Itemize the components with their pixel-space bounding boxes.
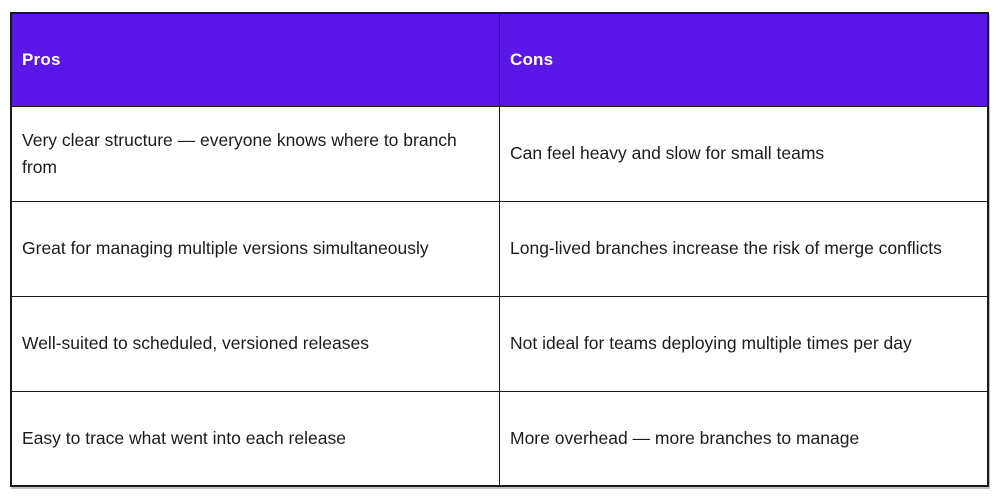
pros-cell: Great for managing multiple versions sim… <box>10 200 500 297</box>
table-body: Very clear structure — everyone knows wh… <box>10 105 989 487</box>
pros-cons-table: Pros Cons Very clear structure — everyon… <box>10 12 989 487</box>
header-cell-pros: Pros <box>10 12 500 107</box>
header-cell-cons: Cons <box>499 12 989 107</box>
table-row: Well-suited to scheduled, versioned rele… <box>10 295 989 392</box>
pros-cell: Very clear structure — everyone knows wh… <box>10 105 500 202</box>
cons-cell: More overhead — more branches to manage <box>499 390 989 487</box>
table-row: Very clear structure — everyone knows wh… <box>10 105 989 202</box>
cons-cell: Can feel heavy and slow for small teams <box>499 105 989 202</box>
table-header: Pros Cons <box>10 12 989 107</box>
pros-cell: Well-suited to scheduled, versioned rele… <box>10 295 500 392</box>
cons-cell: Not ideal for teams deploying multiple t… <box>499 295 989 392</box>
table-row: Great for managing multiple versions sim… <box>10 200 989 297</box>
table-row: Easy to trace what went into each releas… <box>10 390 989 487</box>
header-row: Pros Cons <box>10 12 989 107</box>
pros-cell: Easy to trace what went into each releas… <box>10 390 500 487</box>
cons-cell: Long-lived branches increase the risk of… <box>499 200 989 297</box>
